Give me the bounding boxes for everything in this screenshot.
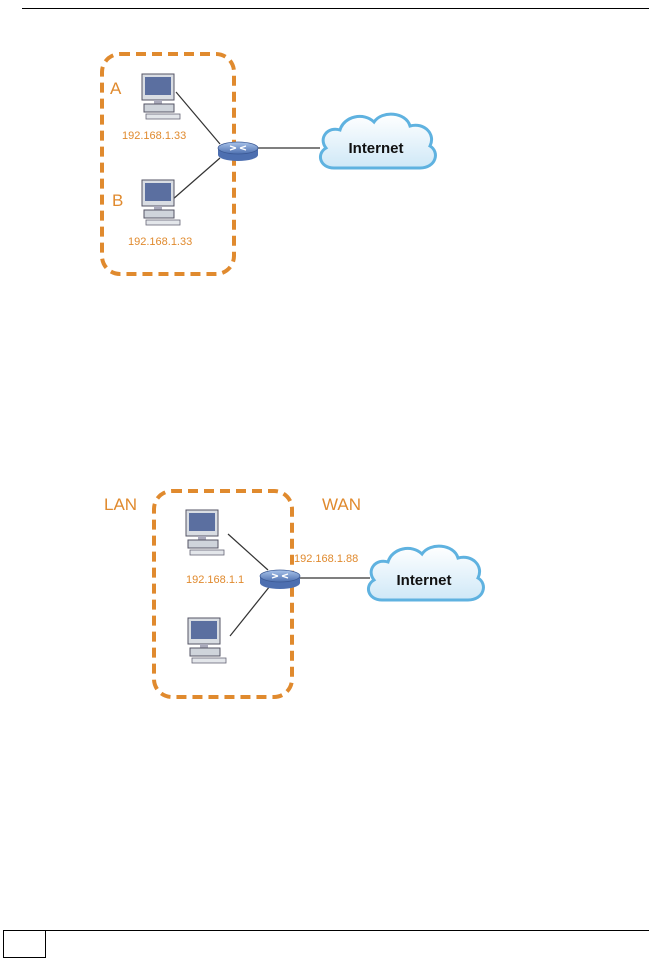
internet-cloud-icon: Internet — [318, 112, 437, 170]
figure-lan-wan-diagram: LAN WAN 192.168.1.1 192.168.1.88 — [104, 489, 485, 699]
link-pc-b-router — [171, 157, 221, 201]
dashed-lan-region — [100, 52, 236, 276]
link-pc-a-router — [175, 91, 221, 145]
label-a: A — [110, 79, 122, 98]
label-b: B — [112, 191, 123, 210]
router-icon — [217, 141, 259, 161]
internet-label: Internet — [396, 572, 451, 589]
ip-address-b: 192.168.1.33 — [128, 236, 192, 248]
page-number-box — [3, 930, 46, 958]
footer-rule — [46, 930, 649, 931]
computer-icon — [187, 617, 227, 664]
computer-icon — [185, 509, 225, 556]
link-pc-top-router — [227, 533, 269, 571]
figure-duplicate-ip: A 192.168.1.33 B 192.168.1.33 Internet — [98, 48, 438, 278]
computer-icon — [141, 73, 181, 120]
lan-ip-address: 192.168.1.1 — [186, 574, 244, 586]
computer-icon — [141, 179, 181, 226]
internet-cloud-icon: Internet — [366, 544, 485, 602]
lan-label: LAN — [104, 495, 137, 514]
figure-duplicate-ip-diagram: A 192.168.1.33 B 192.168.1.33 Internet — [100, 52, 437, 276]
internet-label: Internet — [348, 140, 403, 157]
router-icon — [259, 569, 301, 589]
wan-label: WAN — [322, 495, 361, 514]
header-rule — [22, 8, 649, 9]
link-pc-bottom-router — [229, 585, 271, 637]
figure-lan-wan: LAN WAN 192.168.1.1 192.168.1.88 — [100, 486, 500, 706]
ip-address-a: 192.168.1.33 — [122, 130, 186, 142]
dashed-lan-region — [152, 489, 294, 699]
wan-ip-address: 192.168.1.88 — [294, 553, 358, 565]
